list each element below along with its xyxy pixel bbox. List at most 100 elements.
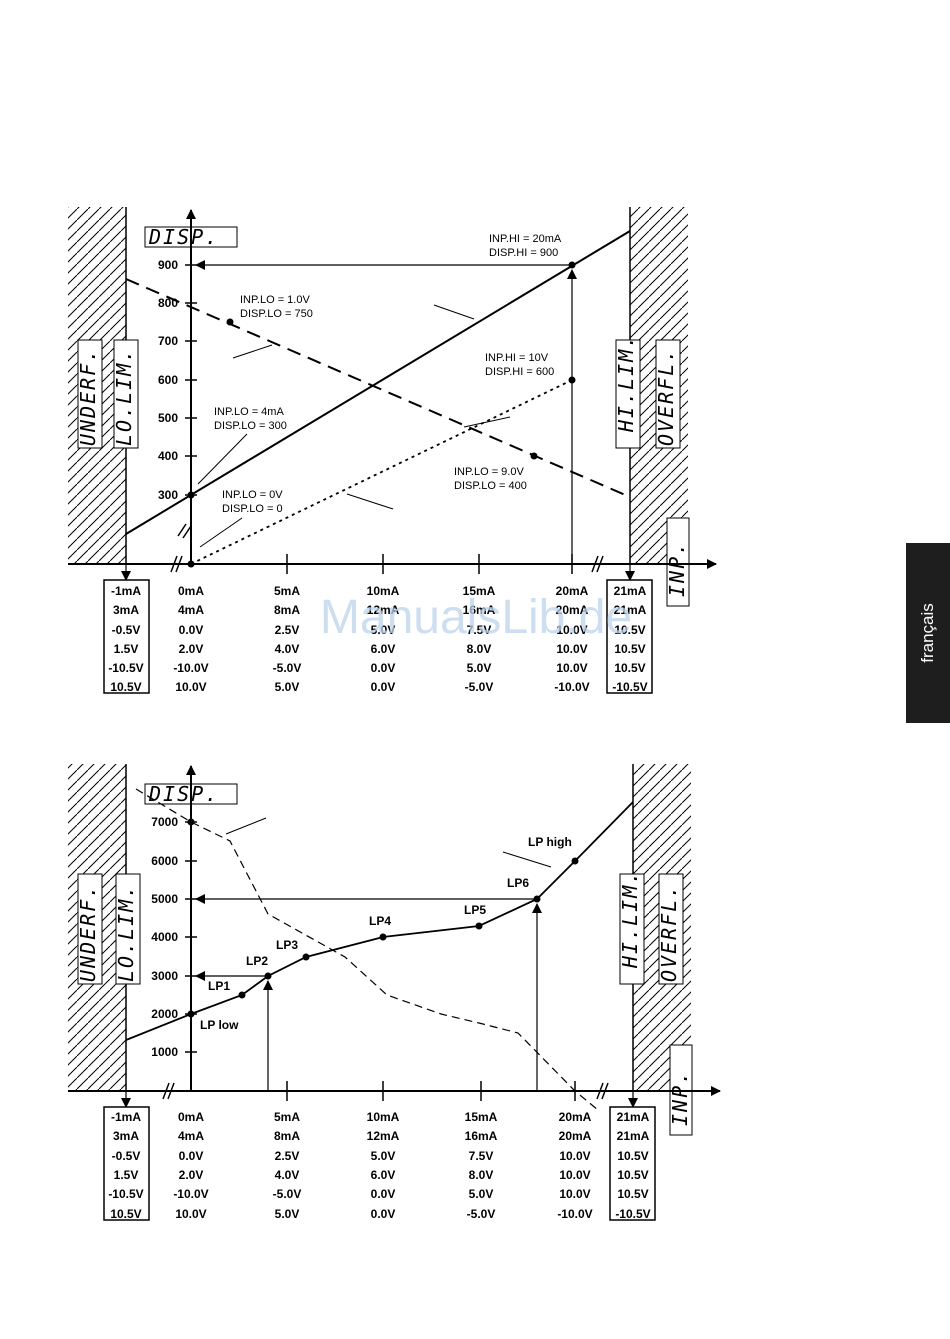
y-tick: 500 [158,411,178,425]
range-cell: 8mA [274,603,300,617]
range-cell: 10.0V [556,642,587,656]
range-cell: 7.5V [469,1149,494,1163]
range-cell: 10.5V [617,1168,648,1182]
y-tick: 5000 [151,892,178,906]
underf-lcd: UNDERF. [76,884,100,982]
annotation: DISP.LO = 400 [454,480,527,492]
range-cell: 1.5V [114,642,139,656]
range-cell: 5.0V [467,661,492,675]
range-cell: 3mA [113,603,139,617]
range-cell: 4mA [178,1129,204,1143]
range-cell: 12mA [367,603,400,617]
range-cell: -10.0V [173,1187,208,1201]
lp1-label: LP1 [208,979,230,993]
range-cell: 10.0V [556,661,587,675]
annotation: INP.LO = 4mA [214,406,284,418]
range-cell: 10.5V [614,623,645,637]
range-cell: 2.0V [179,1168,204,1182]
range-cell: 5mA [274,1110,300,1124]
range-cell: 5.0V [371,623,396,637]
range-cell: 20mA [556,584,589,598]
range-cell: 20mA [559,1110,592,1124]
range-cell: 2.5V [275,1149,300,1163]
overfl-lcd: OVERFL. [654,348,678,446]
range-cell: 0.0V [371,680,396,694]
range-cell: 4.0V [275,642,300,656]
dashed-line [125,278,631,498]
range-cell: 10.5V [614,642,645,656]
solid-line [125,230,631,535]
range-cell: 2.5V [275,623,300,637]
y-tick: 3000 [151,969,178,983]
range-cell: -0.5V [112,1149,141,1163]
range-cell: 7.5V [467,623,492,637]
lolim-lcd: LO.LIM. [114,884,138,982]
range-cell: -10.0V [557,1207,592,1221]
range-cell: 16mA [463,603,496,617]
y-tick: 4000 [151,930,178,944]
range-cell: 0.0V [179,1149,204,1163]
lp-low-label: LP low [200,1018,239,1032]
range-cell: -10.0V [554,680,589,694]
language-label: français [918,603,937,663]
range-cell: 6.0V [371,642,396,656]
range-cell: 1.5V [114,1168,139,1182]
range-cell: 0.0V [179,623,204,637]
range-cell: 16mA [465,1129,498,1143]
overfl-lcd: OVERFL. [657,884,681,982]
chart-2: UNDERF. LO.LIM. HI.LIM. OVERFL. DISP. IN… [68,764,721,1221]
language-tab: français [906,543,950,723]
range-cell: 2.0V [179,642,204,656]
range-cell: 10.5V [110,680,141,694]
range-cell: 20mA [556,603,589,617]
range-cell: 4.0V [275,1168,300,1182]
y-tick: 900 [158,258,178,272]
range-cell: 0mA [178,584,204,598]
range-cell: 4mA [178,603,204,617]
range-cell: -10.5V [108,661,143,675]
annotation: INP.HI = 10V [485,352,549,364]
range-cell: 0.0V [371,661,396,675]
lp4-label: LP4 [369,914,391,928]
underf-lcd: UNDERF. [76,348,100,446]
dotted-line [190,379,573,565]
annotation: INP.LO = 0V [222,489,283,501]
range-cell: 0.0V [371,1207,396,1221]
range-cell: 12mA [367,1129,400,1143]
y-tick: 600 [158,373,178,387]
inp-lcd: INP. [665,541,689,597]
lolim-lcd: LO.LIM. [112,348,136,446]
range-cell: 10.5V [617,1149,648,1163]
range-cell: -10.5V [615,1207,650,1221]
range-cell: -10.0V [173,661,208,675]
range-cell: 15mA [465,1110,498,1124]
y-tick: 300 [158,488,178,502]
y-tick: 400 [158,449,178,463]
annotation: DISP.LO = 750 [240,308,313,320]
range-cell: 21mA [617,1110,650,1124]
range-cell: 8.0V [469,1168,494,1182]
range-cell: 10.0V [175,680,206,694]
annotation: DISP.LO = 300 [214,420,287,432]
range-cell: 8.0V [467,642,492,656]
y-tick: 6000 [151,854,178,868]
range-cell: 10.0V [556,623,587,637]
lp3-label: LP3 [276,938,298,952]
range-cell: 10.5V [614,661,645,675]
range-cell: 10.0V [559,1168,590,1182]
lp2-label: LP2 [246,954,268,968]
range-cell: 0mA [178,1110,204,1124]
range-cell: -5.0V [273,661,302,675]
linearization-curve [125,801,634,1041]
annotation: DISP.LO = 0 [222,503,283,515]
disp-lcd: DISP. [148,225,219,249]
range-cell: 6.0V [371,1168,396,1182]
range-cell: 10mA [367,584,400,598]
range-cell: 20mA [559,1129,592,1143]
lp-high-label: LP high [528,835,572,849]
range-cell: 10mA [367,1110,400,1124]
disp-lcd: DISP. [148,782,219,806]
range-cell: 5.0V [275,1207,300,1221]
range-cell: -5.0V [465,680,494,694]
